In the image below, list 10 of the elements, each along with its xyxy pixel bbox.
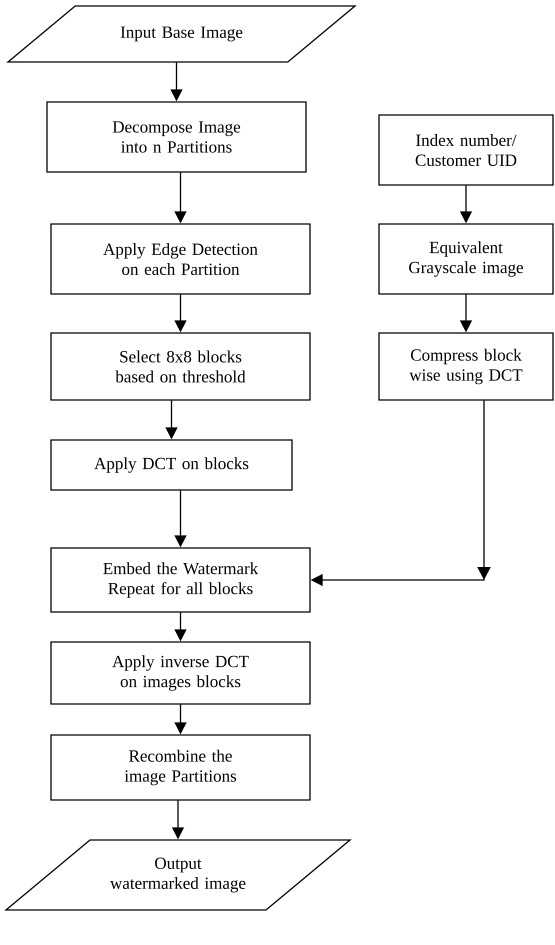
process-box: Embed the Watermark Repeat for all blocks [50,547,311,613]
process-box: Recombine the image Partitions [50,734,311,801]
process-box: Apply DCT on blocks [50,439,293,491]
process-box: Select 8x8 blocks based on threshold [50,332,311,401]
process-box: Apply inverse DCT on images blocks [50,641,311,705]
process-box: Decompose Image into n Partitions [46,101,307,173]
process-box: Index number/ Customer UID [378,114,554,186]
process-box: Compress block wise using DCT [378,332,554,401]
process-box: Equivalent Grayscale image [378,223,554,295]
process-box: Apply Edge Detection on each Partition [50,223,311,295]
